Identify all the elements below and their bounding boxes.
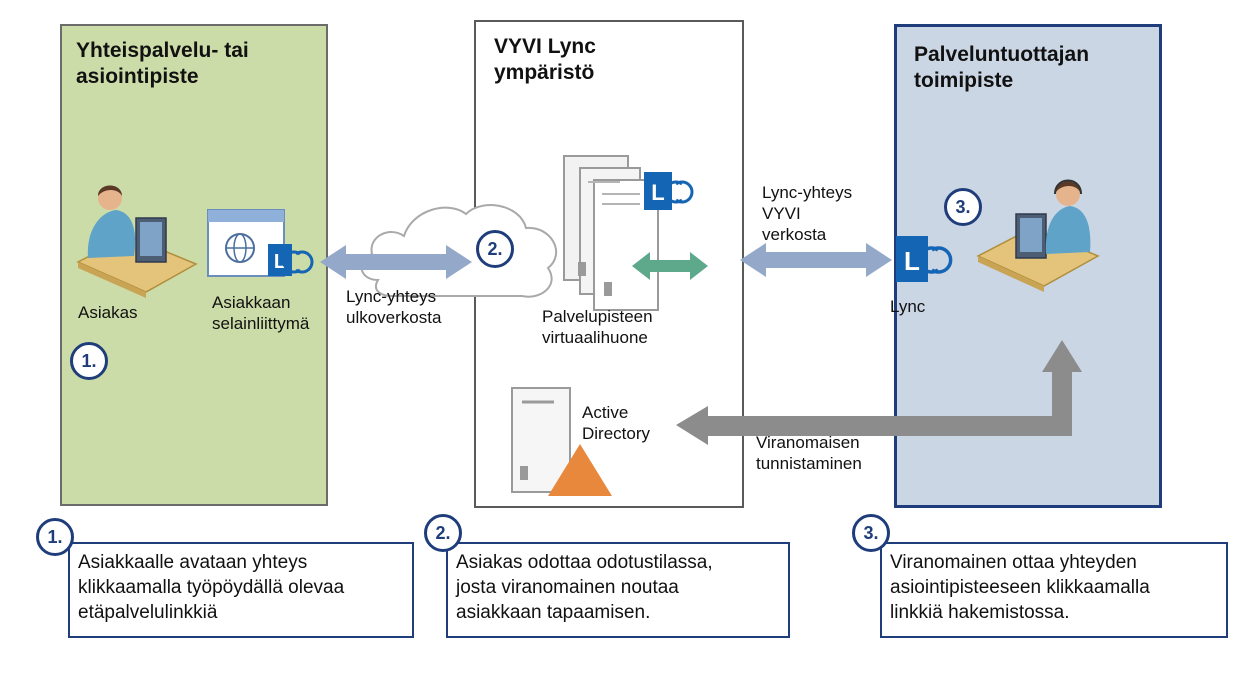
sync-arrow-icon [632,252,708,280]
left-panel-title: Yhteispalvelu- tai asiointipiste [76,39,249,88]
step-3-badge: 3. [944,188,982,226]
right-panel-title: Palveluntuottajan toimipiste [914,43,1090,92]
lync-vyvi-label: Lync-yhteys VYVI verkosta [762,183,853,244]
cloud-icon [360,204,558,298]
lync-external-label: Lync-yhteys ulkoverkosta [346,287,442,327]
server-stack-icon [563,155,659,311]
lync-vyvi-arrow [740,243,892,277]
step-1-badge: 1. [70,342,108,380]
note-3-badge: 3. [852,514,890,552]
client-person-icon [76,185,198,298]
note-2-badge: 2. [424,514,462,552]
active-directory-label: Active Directory [582,403,651,443]
client-label: Asiakas [78,303,138,322]
svg-text:L: L [651,180,664,205]
step-2-badge: 2. [476,230,514,268]
virtual-room-label: Palvelupisteen virtuaalihuone [542,307,653,347]
note-1-badge: 1. [36,518,74,556]
lync-label: Lync [890,297,926,316]
step-1-note: Asiakkaalle avataan yhteys klikkaamalla … [68,542,414,638]
active-directory-server-icon [511,387,571,493]
svg-text:L: L [904,246,920,276]
svg-text:L: L [274,251,286,273]
authentication-arrow [676,340,1082,445]
middle-panel-title: VYVI Lync ympäristö [494,35,596,84]
step-2-note: Asiakas odottaa odotustilassa, josta vir… [446,542,790,638]
authority-person-icon [976,179,1100,292]
lync-logo-server-icon: L [644,172,694,210]
lync-logo-browser-icon: L [268,244,314,276]
lync-external-arrow [320,245,472,279]
active-directory-triangle-icon [548,444,612,496]
lync-logo-authority-icon: L [896,236,953,282]
step-3-note: Viranomainen ottaa yhteyden asiointipist… [880,542,1228,638]
browser-label: Asiakkaan selainliittymä [212,293,310,333]
authority-authentication-label: Viranomaisen tunnistaminen [756,433,862,473]
